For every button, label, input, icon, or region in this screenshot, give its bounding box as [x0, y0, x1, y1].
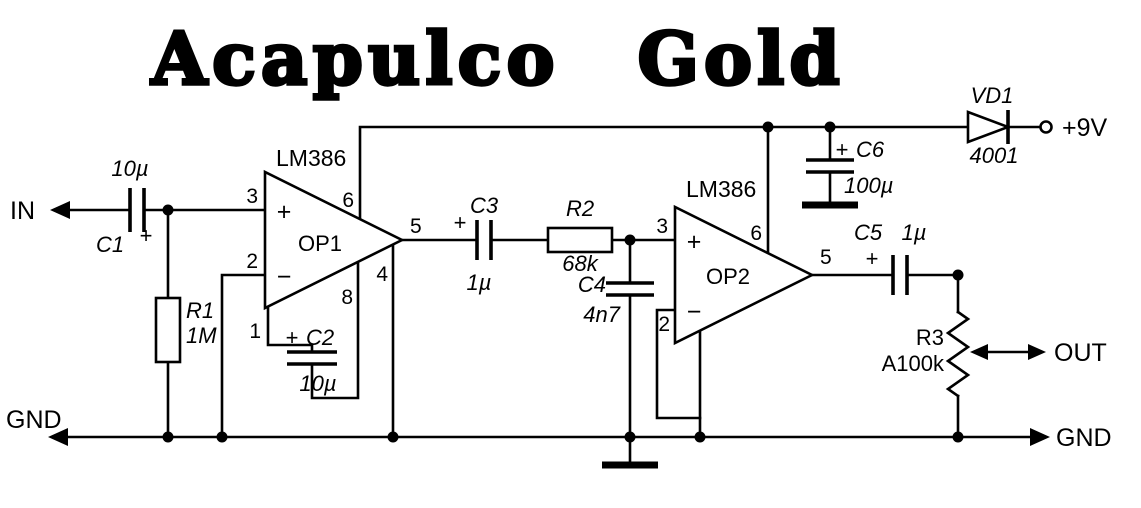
op1-minus-input: −	[277, 263, 292, 291]
op1-pin6-label: 6	[342, 189, 354, 212]
c5-polarity-sign: +	[866, 246, 879, 271]
capacitor-c5	[891, 255, 909, 295]
c5-value-label: 1µ	[902, 220, 927, 245]
c1-name-label: C1	[96, 232, 124, 257]
opamp-op2	[673, 204, 815, 346]
op1-plus-input: +	[277, 198, 292, 226]
supply-label: +9V	[1062, 114, 1108, 142]
op2-pin5-label: 5	[820, 246, 832, 269]
junction-dots	[162, 121, 964, 443]
opamp-op1	[263, 169, 405, 311]
op1-pin8-label: 8	[341, 286, 353, 309]
c1-value-label: 10µ	[111, 156, 148, 181]
vd1-name-label: VD1	[971, 83, 1014, 108]
c1-polarity-sign: +	[140, 223, 153, 248]
capacitor-c4	[606, 281, 654, 297]
pot-wiper-arrow	[970, 344, 988, 360]
capacitor-c3	[475, 220, 493, 260]
out-arrow	[1028, 344, 1046, 360]
capacitor-c2	[287, 350, 337, 366]
c2-name-label: C2	[306, 325, 334, 350]
r1-value-label: 1M	[186, 323, 217, 348]
c6-value-label: 100µ	[844, 173, 893, 198]
schematic-title: Acapulco Gold	[150, 16, 845, 101]
gnd-rail-left-arrow	[48, 428, 68, 446]
c6-polarity-sign: +	[836, 137, 849, 162]
r2-value-label: 68k	[562, 251, 598, 276]
c4-value-label: 4n7	[583, 302, 620, 327]
gnd-right-label: GND	[1056, 424, 1112, 452]
op2-chip-label: LM386	[686, 176, 756, 202]
op1-pin1-label: 1	[249, 320, 261, 343]
in-label: IN	[10, 197, 35, 225]
resistor-r1	[154, 296, 182, 364]
c3-name-label: C3	[470, 193, 499, 218]
gnd-rail-right-arrow	[1030, 428, 1050, 446]
c5-name-label: C5	[854, 220, 883, 245]
c2-value-label: 10µ	[299, 371, 336, 396]
c2-polarity-sign: +	[286, 325, 299, 350]
vd1-value-label: 4001	[970, 143, 1019, 168]
op1-pin2-label: 2	[246, 250, 258, 273]
r3-value-label: A100k	[882, 351, 945, 376]
op1-pin5-label: 5	[410, 215, 422, 238]
supply-terminal	[1039, 120, 1053, 134]
resistor-r2	[546, 226, 614, 254]
capacitor-c1	[128, 188, 146, 232]
c4-name-label: C4	[578, 272, 606, 297]
c6-name-label: C6	[856, 137, 885, 162]
op2-minus-input: −	[687, 298, 702, 326]
op2-pin6-label: 6	[750, 222, 762, 245]
r2-name-label: R2	[566, 196, 594, 221]
r1-name-label: R1	[186, 298, 214, 323]
op1-chip-label: LM386	[276, 145, 346, 171]
c3-value-label: 1µ	[467, 270, 492, 295]
op1-pin3-label: 3	[246, 185, 258, 208]
in-arrow	[50, 201, 70, 219]
c3-polarity-sign: +	[454, 210, 467, 235]
op1-pin4-label: 4	[376, 263, 388, 286]
op1-name-label: OP1	[298, 231, 342, 256]
gnd-left-label: GND	[6, 406, 62, 434]
capacitor-c6	[806, 158, 854, 174]
r3-name-label: R3	[916, 325, 944, 350]
diode-vd1	[966, 110, 1012, 144]
op2-plus-input: +	[687, 228, 702, 256]
potentiometer-r3	[945, 310, 971, 398]
op2-name-label: OP2	[706, 264, 750, 289]
out-label: OUT	[1054, 339, 1107, 367]
op2-pin3-label: 3	[656, 215, 668, 238]
op2-pin2-label: 2	[658, 313, 670, 336]
